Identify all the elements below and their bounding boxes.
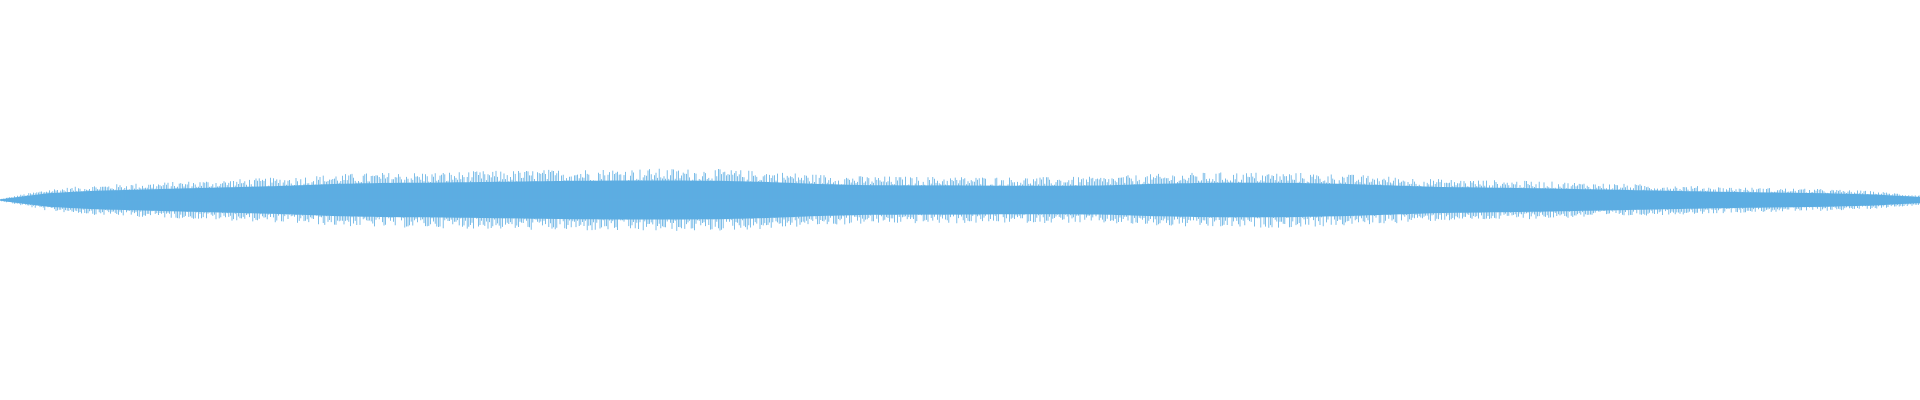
audio-waveform bbox=[0, 168, 1920, 231]
waveform-view bbox=[0, 168, 1920, 231]
